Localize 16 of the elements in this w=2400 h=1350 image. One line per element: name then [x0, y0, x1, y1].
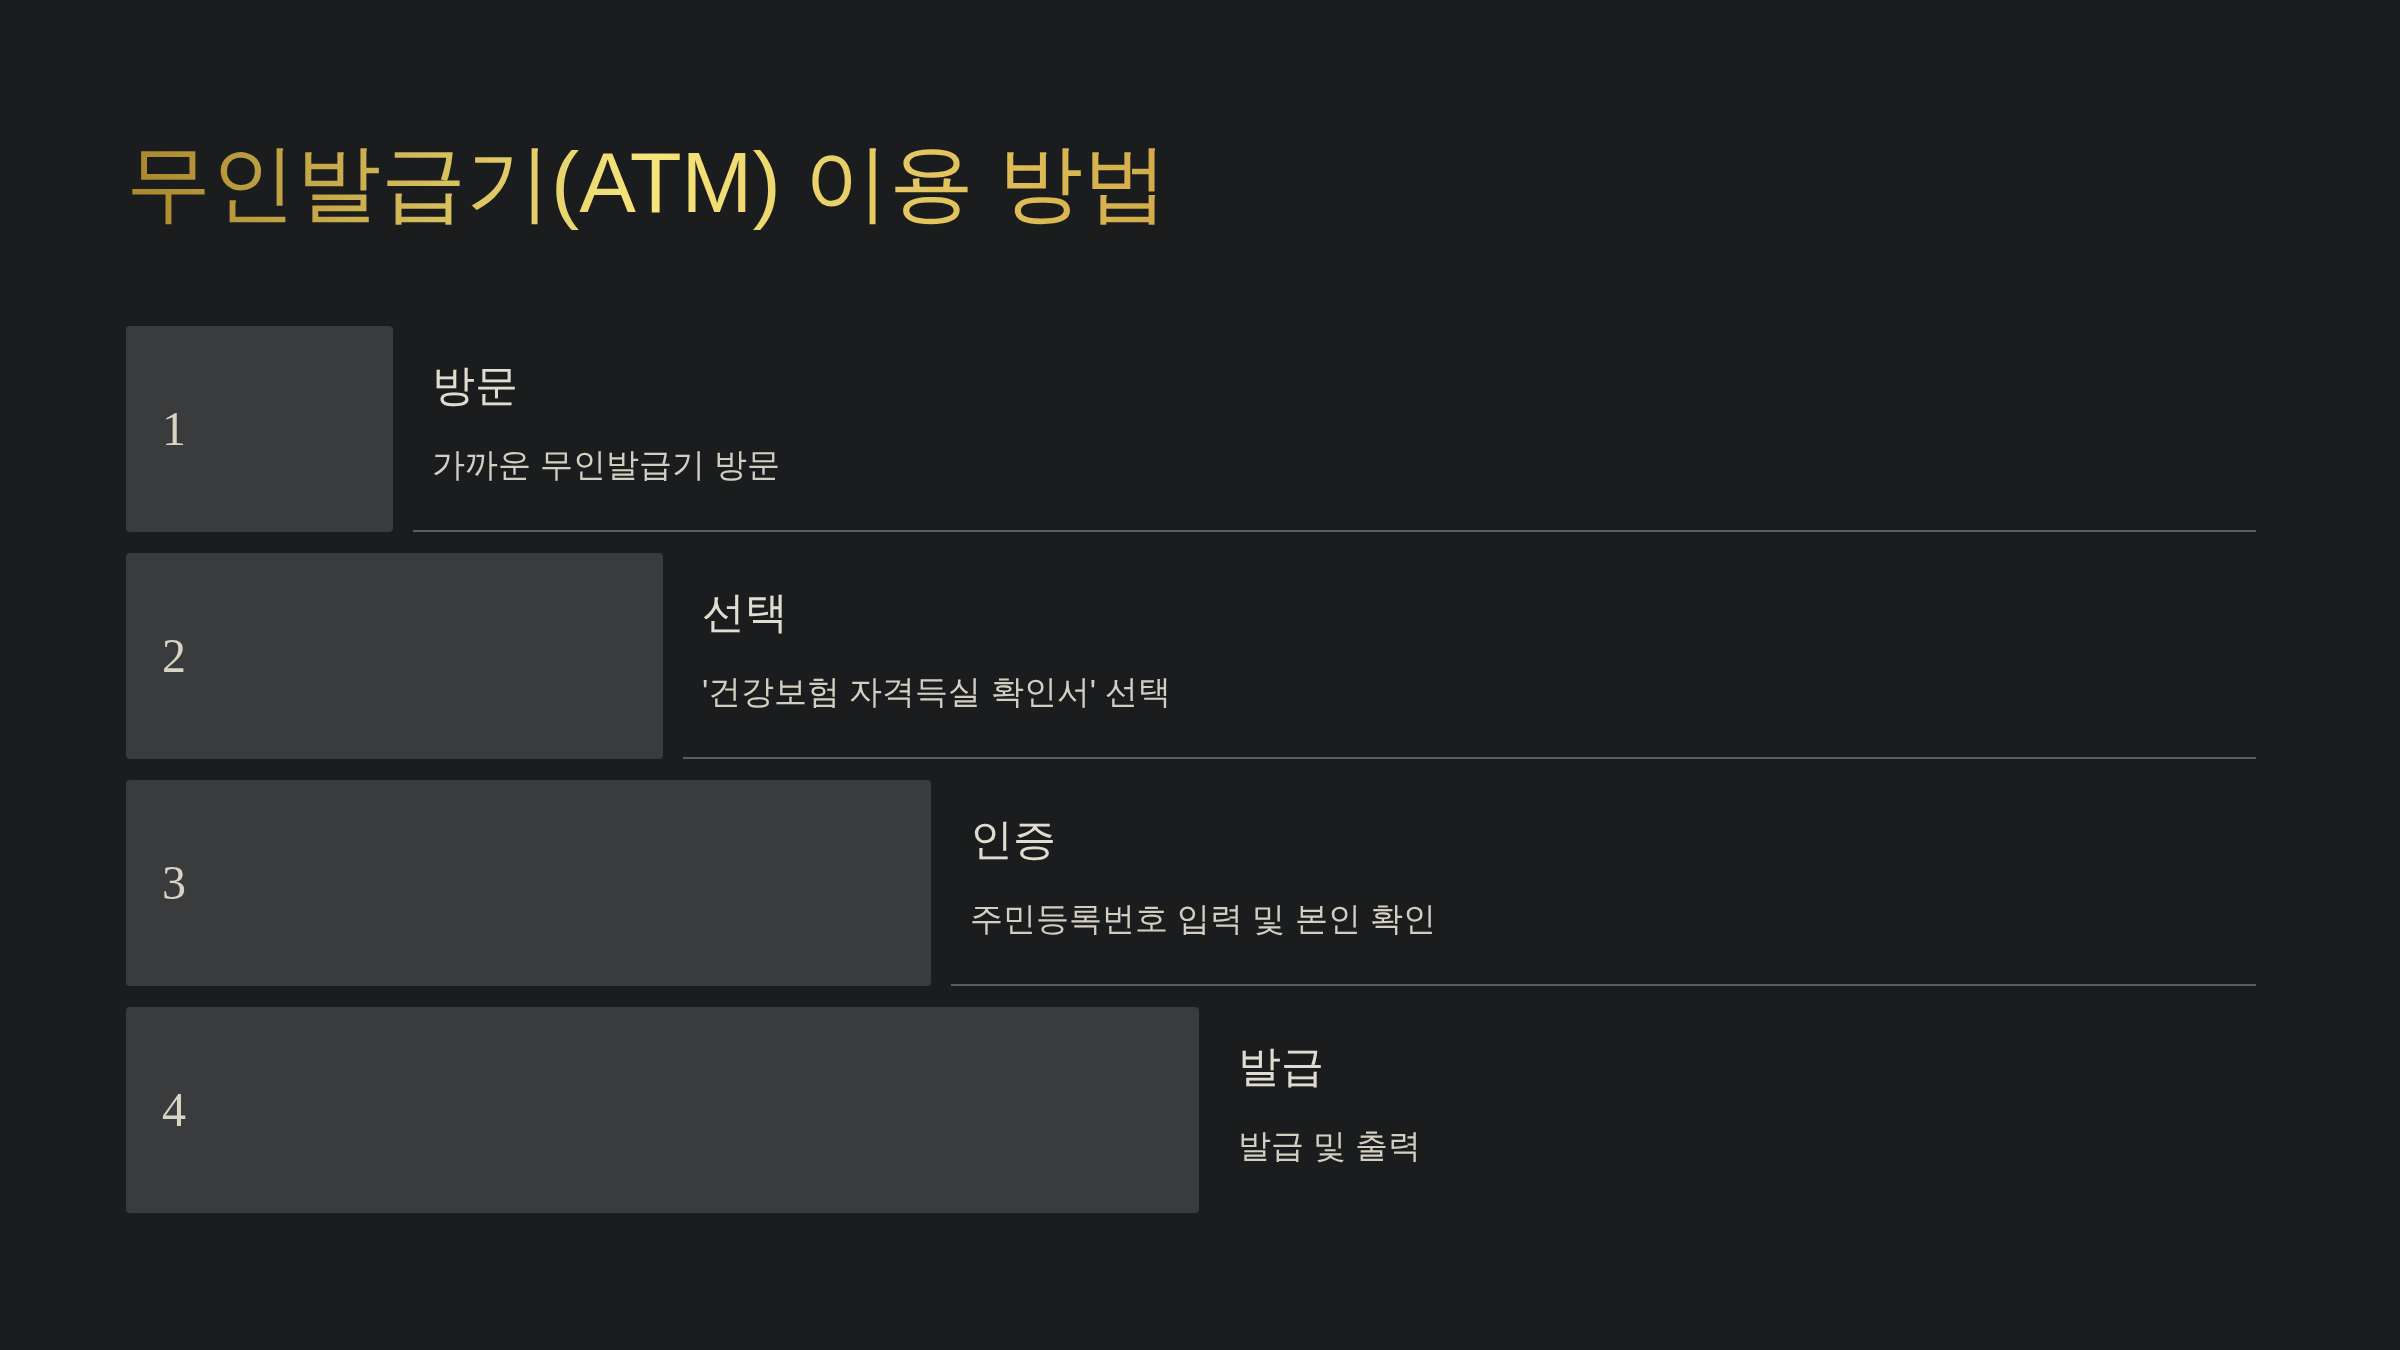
step-number: 4: [162, 1086, 186, 1134]
step-heading: 발급: [1238, 1041, 1325, 1092]
step-heading: 인증: [970, 814, 1057, 865]
step-description: 발급 및 출력: [1238, 1125, 1422, 1166]
step-bar: [126, 780, 931, 986]
step-number: 3: [162, 859, 186, 907]
step-bar: [126, 1007, 1199, 1213]
step-description: '건강보험 자격득실 확인서' 선택: [702, 671, 1172, 712]
step-bar: [126, 553, 663, 759]
step-heading: 방문: [432, 360, 519, 411]
step-bar: [126, 326, 393, 532]
step-heading: 선택: [702, 587, 789, 638]
step-number: 1: [162, 405, 186, 453]
step-number: 2: [162, 632, 186, 680]
step-description: 가까운 무인발급기 방문: [432, 444, 781, 485]
step-description: 주민등록번호 입력 및 본인 확인: [970, 898, 1436, 939]
